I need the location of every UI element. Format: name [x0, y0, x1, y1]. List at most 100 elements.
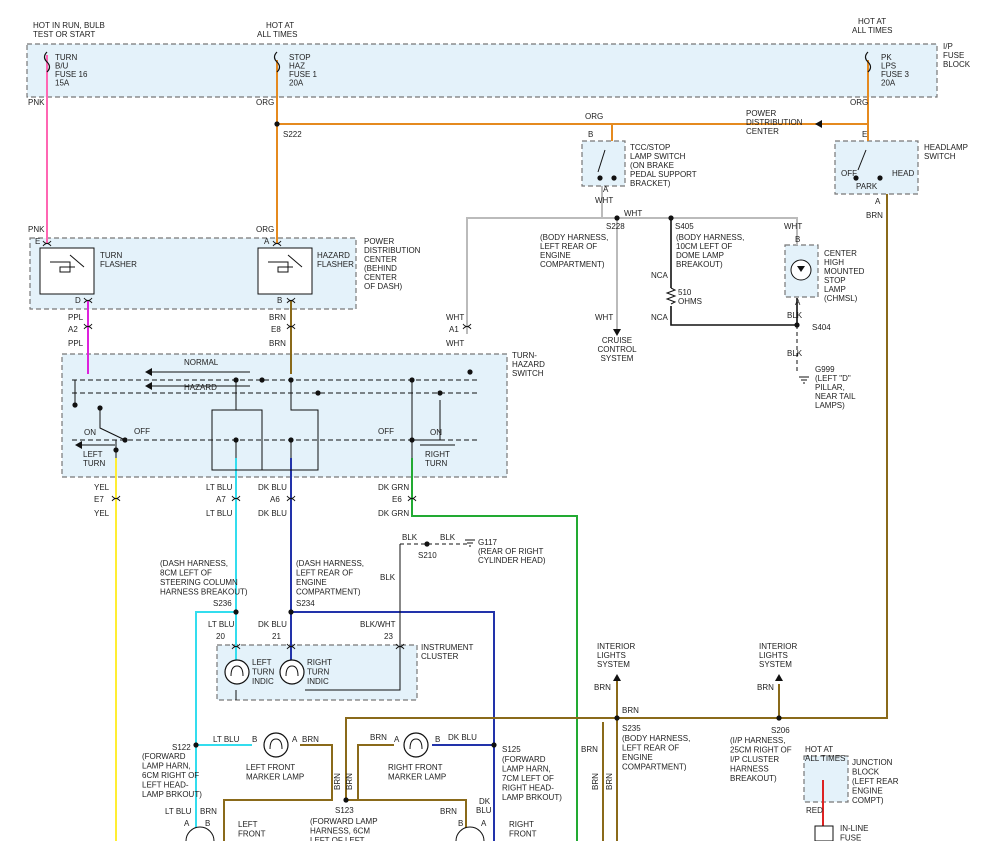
s405-note-line: BREAKOUT)	[676, 260, 723, 269]
s234-note-line: LEFT REAR OF	[296, 569, 353, 578]
s125-note-line: (FORWARD	[502, 755, 546, 764]
pin-connector	[286, 300, 296, 304]
wire-label-vertical: BRN	[605, 773, 614, 790]
junction-label-line: JUNCTION	[852, 758, 893, 767]
inline-fuse-label-line: IN-LINE	[840, 824, 868, 833]
hot-in-run-label: HOT IN RUN, BULB	[33, 21, 105, 30]
wire-label: WHT	[446, 313, 464, 322]
s236-note-line: HARNESS BREAKOUT)	[160, 588, 248, 597]
headlamp-switch-label-line: SWITCH	[924, 152, 956, 161]
s123-note-line: LEFT OF LEFT	[310, 836, 365, 841]
g117-label-line: (REAR OF RIGHT	[478, 547, 543, 556]
tcc-contact	[611, 175, 617, 181]
inline-connector	[395, 646, 405, 650]
interior-lights-label-line: INTERIOR	[597, 642, 635, 651]
hot-at-all-times-label: ALL TIMES	[852, 26, 892, 35]
wire-label: BLK	[380, 573, 396, 582]
chmsl-label-line: (CHMSL)	[824, 294, 858, 303]
turn-flasher-label-line: TURN	[100, 251, 122, 260]
fuse-1-label-line: STOP	[289, 53, 311, 62]
fuse-3-label-line: FUSE 3	[881, 70, 910, 79]
wire-label: BRN	[302, 735, 319, 744]
chmsl-label-line: MOUNTED	[824, 267, 865, 276]
splice-label: S236	[213, 599, 232, 608]
wire-label: BRN	[581, 745, 598, 754]
pin-label: A	[184, 819, 190, 828]
inline-connector	[83, 326, 93, 330]
wire-label: ORG	[256, 98, 274, 107]
fuse-3-label-line: LPS	[881, 62, 896, 71]
pdc-mid-label-line: POWER	[364, 237, 394, 246]
nca-wire-bottom	[670, 298, 798, 326]
wire-label: LT BLU	[165, 807, 192, 816]
turn-hazard-switch-block	[61, 353, 508, 478]
hot-at-all-times-label: ALL TIMES	[257, 30, 297, 39]
resistor-label-line: 510	[678, 288, 692, 297]
wire-label: WHT	[595, 313, 613, 322]
s122-note-line: LEFT HEAD-	[142, 781, 189, 790]
pin-label: A	[394, 735, 400, 744]
wire-label: DK GRN	[378, 509, 409, 518]
splice-label: S125	[502, 745, 521, 754]
s235-note-line: COMPARTMENT)	[622, 763, 687, 772]
wire-label: BRN	[269, 339, 286, 348]
wire-label: ORG	[256, 225, 274, 234]
splice-s236	[233, 609, 239, 615]
junction-label-line: ENGINE	[852, 787, 883, 796]
s206-note-line: 25CM RIGHT OF	[730, 746, 792, 755]
hot-at-all-times-label: HOT AT	[266, 21, 294, 30]
hazard-flasher	[257, 247, 313, 295]
wire-label: BLK	[440, 533, 456, 542]
park-label: PARK	[856, 182, 878, 191]
off-label: OFF	[134, 427, 150, 436]
pin-label: B	[205, 819, 210, 828]
pdc-mid-label-line: (BEHIND	[364, 264, 397, 273]
normal-arrow-head	[145, 368, 152, 376]
s125-note-line: LAMP BRKOUT)	[502, 793, 562, 802]
g999-label-line: PILLAR,	[815, 383, 845, 392]
fuse-16-label-line: FUSE 16	[55, 70, 88, 79]
g999-label-line: NEAR TAIL	[815, 392, 856, 401]
pdc-mid-label-line: OF DASH)	[364, 282, 403, 291]
s236-note-line: 8CM LEFT OF	[160, 569, 212, 578]
wire-label: WHT	[446, 339, 464, 348]
junction-label-line: BLOCK	[852, 768, 880, 777]
pin-label: A2	[68, 325, 78, 334]
off-label: OFF	[841, 169, 857, 178]
turn-flasher-contacts	[50, 254, 85, 273]
wire-label: BRN	[200, 807, 217, 816]
pin-label: A7	[216, 495, 226, 504]
s236-note-line: STEERING COLUMN	[160, 578, 238, 587]
inline-fuse	[814, 825, 834, 841]
hot-jb-label-line: HOT AT	[805, 745, 833, 754]
pin-label: A	[603, 185, 609, 194]
pin-label: E	[35, 237, 40, 246]
wht-wire-main	[466, 217, 798, 334]
instrument-cluster-block	[216, 644, 418, 701]
fuse-element	[273, 51, 281, 73]
headlamp-switch-block	[834, 140, 919, 195]
splice-s206	[776, 715, 782, 721]
turn-flasher	[39, 247, 95, 295]
wire-label: BLK	[402, 533, 418, 542]
fuse-block-label: I/P	[943, 42, 953, 51]
fuse-block-label: BLOCK	[943, 60, 971, 69]
splice-label: S405	[675, 222, 694, 231]
chmsl-label-line: LAMP	[824, 285, 846, 294]
pin-label: 20	[216, 632, 225, 641]
s405-note-line: DOME LAMP	[676, 251, 724, 260]
inline-connector	[231, 646, 241, 650]
inline-connector	[286, 646, 296, 650]
wire-label: ORG	[585, 112, 603, 121]
wire-label: BRN	[370, 733, 387, 742]
right-indic-label-line: TURN	[307, 668, 329, 677]
hot-in-run-label: TEST OR START	[33, 30, 95, 39]
pin-label: B	[435, 735, 440, 744]
pin-label: B	[458, 819, 463, 828]
pin-label: A	[795, 298, 801, 307]
splice-s405	[668, 215, 674, 221]
g999-label-line: G999	[815, 365, 835, 374]
wire-label: BRN	[757, 683, 774, 692]
inline-connector	[286, 326, 296, 330]
